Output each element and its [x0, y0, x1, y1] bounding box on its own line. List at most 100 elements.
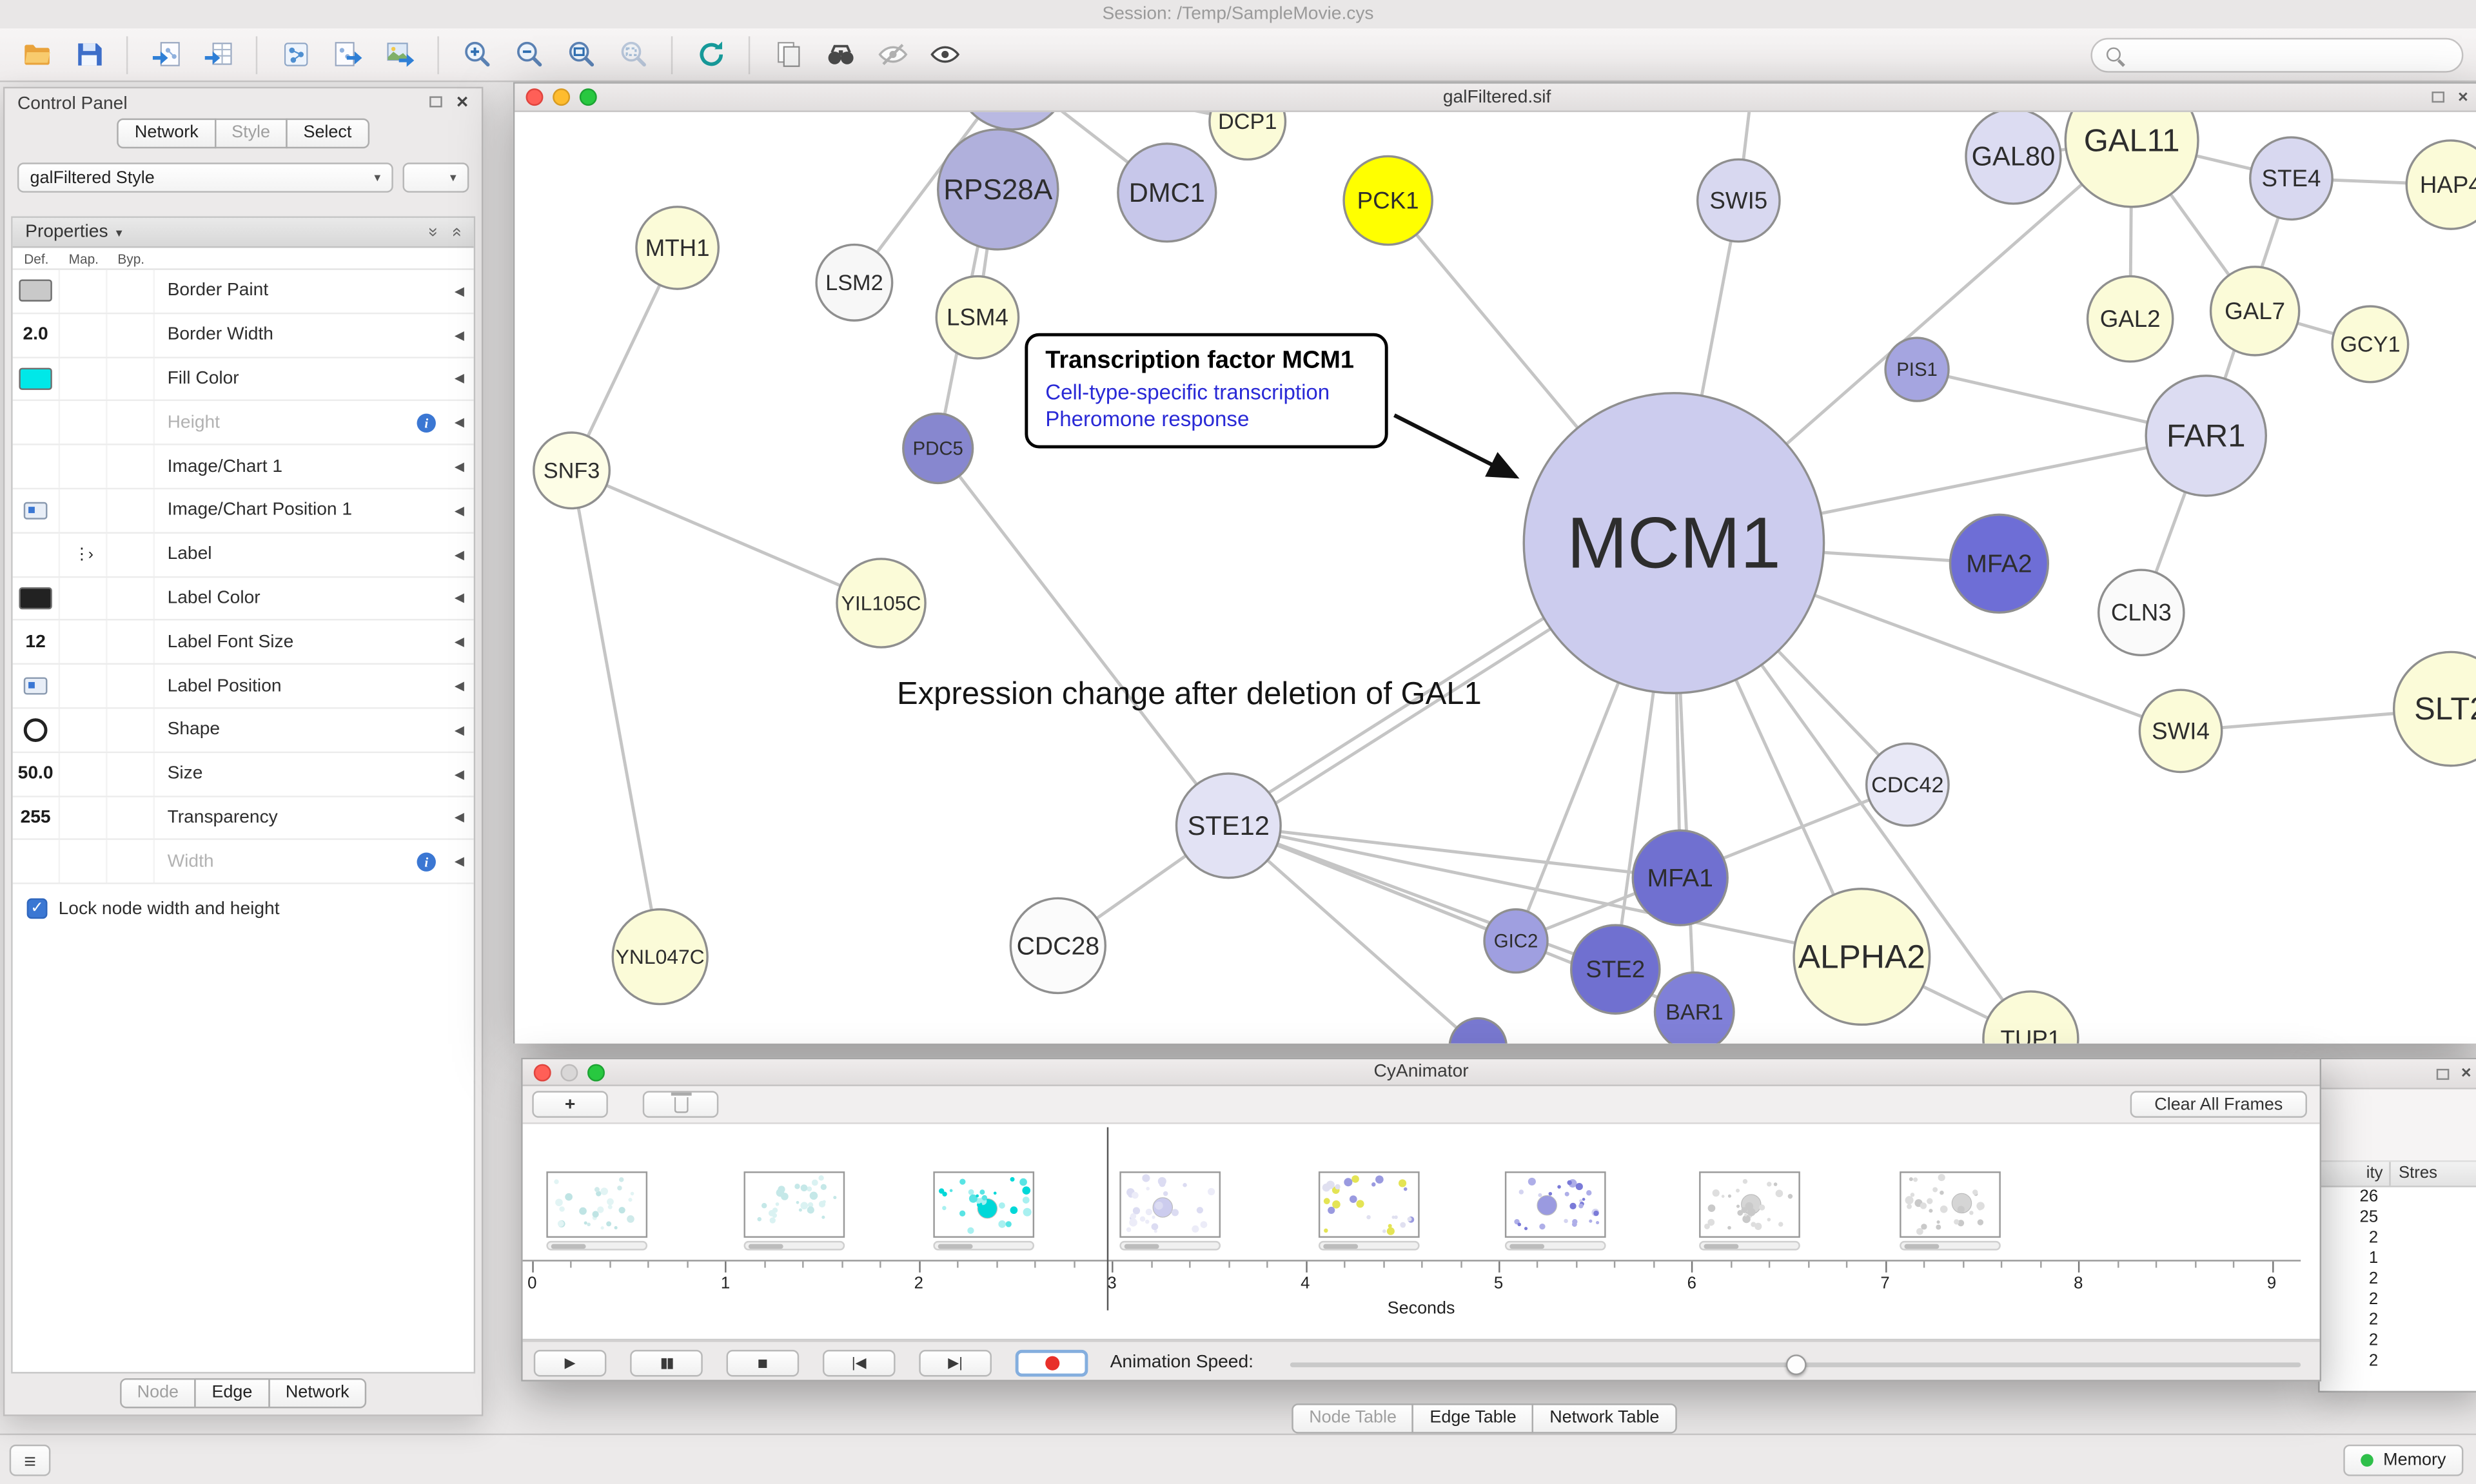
- zoom-out-button[interactable]: [506, 32, 553, 77]
- property-row-label-color[interactable]: Label Color◀: [12, 577, 474, 621]
- color-swatch[interactable]: [19, 280, 52, 302]
- table-row[interactable]: 2: [2320, 1228, 2476, 1249]
- default-value-cell[interactable]: [13, 708, 61, 752]
- bypass-cell[interactable]: [108, 445, 155, 488]
- thumbnail-scrollbar[interactable]: [546, 1240, 648, 1251]
- minimize-window-icon[interactable]: [560, 1063, 578, 1081]
- table-row[interactable]: 2: [2320, 1269, 2476, 1290]
- close-panel-icon[interactable]: ×: [2461, 1064, 2471, 1084]
- style-select[interactable]: galFiltered Style ▾: [17, 162, 393, 193]
- info-icon[interactable]: i: [417, 852, 436, 872]
- maximize-window-icon[interactable]: [587, 1063, 605, 1081]
- annotation-link-1[interactable]: Cell-type-specific transcription: [1045, 380, 1330, 404]
- network-node-lsm4[interactable]: [935, 275, 1020, 360]
- add-frame-button[interactable]: +: [532, 1091, 608, 1118]
- network-node-cdc42[interactable]: [1865, 742, 1950, 827]
- mapping-cell[interactable]: [60, 796, 108, 839]
- float-window-icon[interactable]: [2435, 1068, 2449, 1079]
- mapping-cell[interactable]: [60, 708, 108, 752]
- bypass-cell[interactable]: [108, 533, 155, 576]
- style-options-dropdown[interactable]: ▾: [402, 162, 469, 193]
- expand-arrow-icon[interactable]: ◀: [454, 591, 465, 606]
- network-node-hap4[interactable]: [2405, 139, 2476, 230]
- refresh-view-button[interactable]: [687, 32, 734, 77]
- bypass-cell[interactable]: [108, 489, 155, 532]
- color-swatch[interactable]: [19, 587, 52, 610]
- expand-arrow-icon[interactable]: ◀: [454, 371, 465, 386]
- collapse-all-icon[interactable]: «: [422, 227, 442, 237]
- mapping-cell[interactable]: [60, 313, 108, 356]
- delete-frame-button[interactable]: [642, 1091, 719, 1118]
- expand-all-icon[interactable]: »: [446, 227, 466, 237]
- network-node-hub[interactable]: [956, 112, 1069, 131]
- network-node-pdc5[interactable]: [902, 412, 974, 485]
- import-table-button[interactable]: [194, 32, 241, 77]
- table-row[interactable]: 2: [2320, 1351, 2476, 1372]
- network-node-dcp1[interactable]: [1208, 112, 1287, 161]
- bypass-cell[interactable]: [108, 840, 155, 883]
- thumbnail-scrollbar[interactable]: [1699, 1240, 1800, 1251]
- frame-thumbnail-5[interactable]: [1318, 1171, 1423, 1256]
- expand-arrow-icon[interactable]: ◀: [454, 679, 465, 694]
- mapping-cell[interactable]: [60, 269, 108, 313]
- network-node-ynl047c[interactable]: [611, 908, 709, 1006]
- table-row[interactable]: 1: [2320, 1249, 2476, 1269]
- pause-button[interactable]: ▮▮: [630, 1349, 703, 1377]
- memory-button[interactable]: Memory: [2343, 1444, 2464, 1476]
- mapping-cell[interactable]: [60, 665, 108, 708]
- export-network-button[interactable]: [324, 32, 371, 77]
- cyanimator-titlebar[interactable]: CyAnimator: [522, 1059, 2320, 1086]
- play-button[interactable]: ▶: [533, 1349, 607, 1377]
- frame-thumbnail-3[interactable]: [933, 1171, 1037, 1256]
- new-network-button[interactable]: [271, 32, 319, 77]
- panel-tab-edge[interactable]: Edge: [194, 1378, 270, 1409]
- property-row-label[interactable]: ⋮›Label◀: [12, 533, 474, 578]
- expand-arrow-icon[interactable]: ◀: [454, 459, 465, 474]
- bypass-cell[interactable]: [108, 313, 155, 356]
- table-row[interactable]: 25: [2320, 1207, 2476, 1228]
- bypass-cell[interactable]: [108, 621, 155, 663]
- bypass-cell[interactable]: [108, 665, 155, 708]
- mapping-cell[interactable]: [60, 621, 108, 663]
- network-node-pis1[interactable]: [1884, 337, 1950, 402]
- zoom-selected-button[interactable]: [609, 32, 656, 77]
- property-row-image-chart-position-1[interactable]: Image/Chart Position 1◀: [12, 489, 474, 534]
- thumbnail-scrollbar[interactable]: [1900, 1240, 2001, 1251]
- network-node-slt2[interactable]: [2392, 650, 2476, 767]
- default-value-cell[interactable]: [13, 269, 61, 313]
- table-tab-edge-table[interactable]: Edge Table: [1412, 1403, 1534, 1434]
- table-row[interactable]: 2: [2320, 1331, 2476, 1351]
- color-swatch[interactable]: [19, 367, 52, 390]
- network-node-ste4[interactable]: [2249, 136, 2334, 221]
- search-input[interactable]: [2130, 44, 2448, 64]
- frame-thumbnail-4[interactable]: [1119, 1171, 1224, 1256]
- lock-checkbox[interactable]: ✓: [26, 898, 48, 919]
- panel-menu-button[interactable]: ≡: [9, 1444, 51, 1476]
- show-all-button[interactable]: [921, 32, 968, 77]
- bypass-cell[interactable]: [108, 357, 155, 400]
- network-node-snf3[interactable]: [533, 431, 611, 510]
- thumbnail-scrollbar[interactable]: [1504, 1240, 1606, 1251]
- frame-thumbnail-7[interactable]: [1699, 1171, 1803, 1256]
- animation-speed-slider[interactable]: [1290, 1354, 2301, 1376]
- property-row-shape[interactable]: Shape◀: [12, 708, 474, 753]
- thumbnail-scrollbar[interactable]: [743, 1240, 845, 1251]
- property-row-label-position[interactable]: Label Position◀: [12, 665, 474, 709]
- thumbnail-scrollbar[interactable]: [933, 1240, 1035, 1251]
- network-node-bar1[interactable]: [1653, 971, 1735, 1044]
- network-window-titlebar[interactable]: galFiltered.sif ×: [515, 83, 2476, 112]
- tab-network[interactable]: Network: [117, 118, 216, 149]
- expand-arrow-icon[interactable]: ◀: [454, 327, 465, 342]
- hide-selected-button[interactable]: [869, 32, 916, 77]
- default-value-cell[interactable]: 255: [13, 796, 61, 839]
- network-node-tup1[interactable]: [1982, 990, 2079, 1044]
- expand-arrow-icon[interactable]: ◀: [454, 723, 465, 737]
- network-node-gcy1[interactable]: [2331, 305, 2410, 384]
- expand-arrow-icon[interactable]: ◀: [454, 766, 465, 781]
- step-backward-button[interactable]: |◀: [822, 1349, 896, 1377]
- table-tab-network-table[interactable]: Network Table: [1532, 1403, 1677, 1434]
- default-value-cell[interactable]: 2.0: [13, 313, 61, 356]
- network-node-p1[interactable]: [1448, 1017, 1508, 1044]
- column-header-stress[interactable]: Stres: [2389, 1162, 2476, 1186]
